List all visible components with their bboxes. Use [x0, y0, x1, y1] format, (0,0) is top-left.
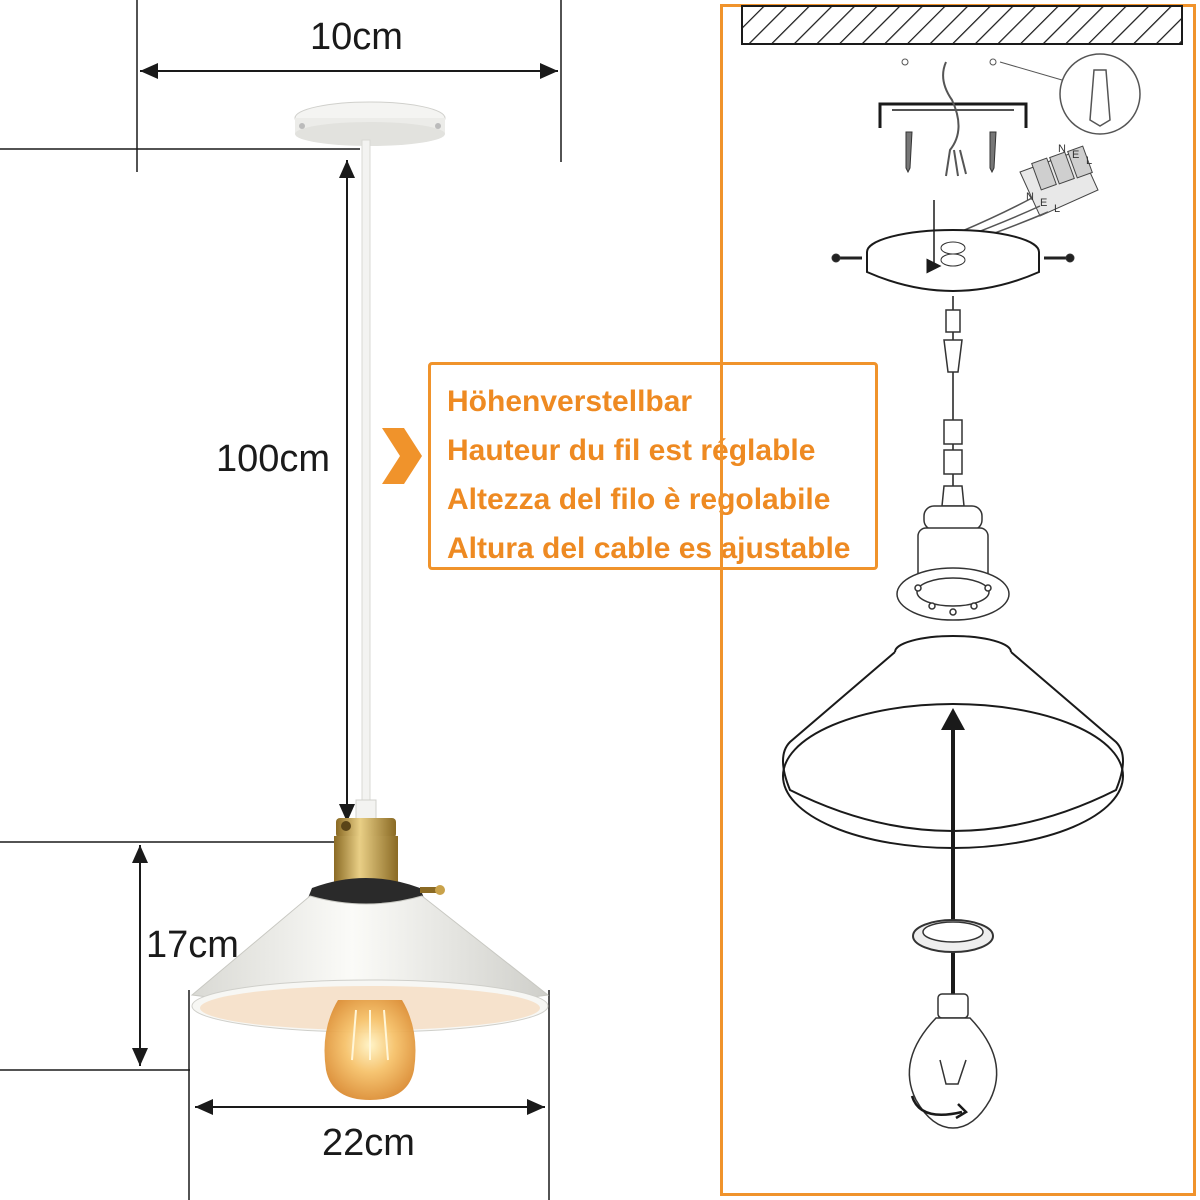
callout-line-it: Altezza del filo è regolabile: [447, 483, 831, 516]
canopy-plate: [866, 200, 1040, 292]
mounting-screws: [831, 131, 1075, 263]
brass-socket: [334, 799, 398, 886]
terminal-label-n-top: N: [1058, 143, 1066, 155]
bulb-outline: [908, 993, 998, 1129]
assembly-direction-arrow: [941, 708, 965, 1010]
shade-width-dimension: [188, 990, 550, 1200]
callout-line-es: Altura del cable es ajustable: [447, 532, 851, 565]
callout-line-fr: Hauteur du fil est réglable: [447, 434, 816, 467]
callout-line-de: Höhenverstellbar: [447, 385, 693, 418]
terminal-label-n-bottom: N: [1026, 191, 1034, 203]
ceiling-canopy: [294, 101, 446, 146]
black-shade-cap: [308, 878, 424, 906]
lamp-holder: [896, 485, 1010, 621]
suspension-cable: [361, 139, 371, 821]
adjustable-height-callout: Höhenverstellbar Hauteur du fil est régl…: [428, 362, 878, 570]
shade-height-label: 17cm: [146, 924, 239, 966]
shade-width-label: 22cm: [322, 1122, 415, 1164]
installation-exploded-view: N E L N E L: [741, 5, 1183, 1129]
ceiling-hatch: [741, 5, 1183, 45]
cable-length-label: 100cm: [216, 438, 331, 480]
shade-locking-ring: [912, 919, 994, 953]
terminal-label-l-top: L: [1086, 155, 1092, 167]
cable-grip-assembly: [943, 296, 963, 520]
lamp-dimension-drawing: [0, 0, 562, 1200]
chevron-right-icon: [382, 428, 422, 484]
canopy-width-dimension: [136, 0, 562, 172]
wall-plug-detail: [999, 53, 1141, 135]
terminal-block: N E L N E L: [1019, 143, 1099, 217]
canopy-width-label: 10cm: [310, 16, 403, 58]
terminal-label-e-bottom: E: [1040, 197, 1047, 209]
edison-bulb: [324, 1000, 416, 1100]
terminal-label-l-bottom: L: [1054, 203, 1060, 215]
mounting-bracket: [878, 58, 1028, 128]
shade-height-dimension: [0, 841, 345, 1071]
terminal-label-e-top: E: [1072, 149, 1079, 161]
